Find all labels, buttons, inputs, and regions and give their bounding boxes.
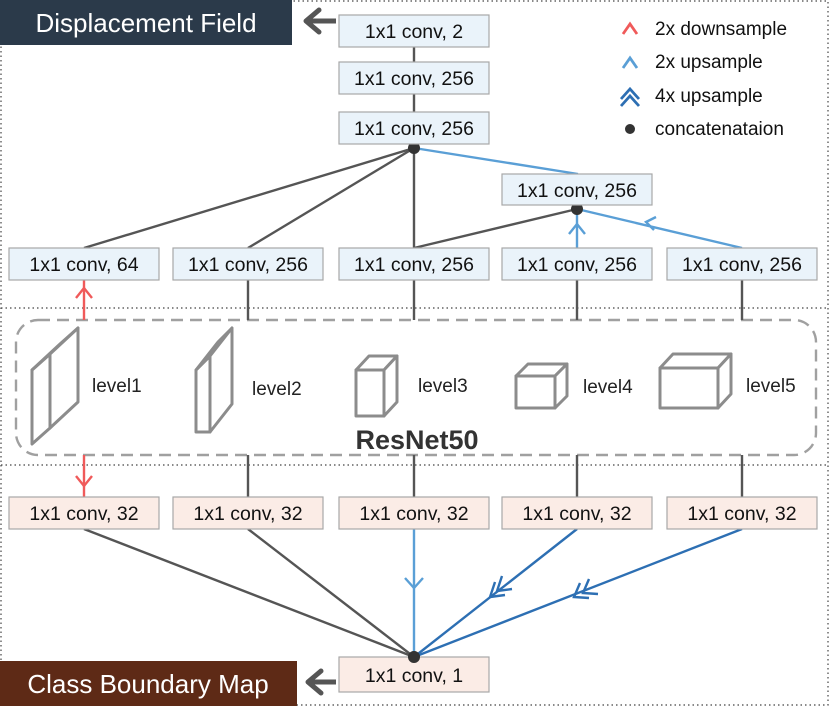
title-top-text: Displacement Field [35,8,256,38]
light-blue-chevron-icon [621,55,639,69]
svg-text:2x downsample: 2x downsample [655,19,787,40]
svg-text:level2: level2 [252,379,302,400]
lower-conv-4: 1x1 conv, 32 [501,496,653,530]
double-chevron-icon [572,578,599,600]
legend-item-upsample-2x: 2x upsample [621,52,763,73]
svg-text:1x1 conv, 256: 1x1 conv, 256 [354,118,474,140]
chevron-down-icon [404,577,424,590]
resnet-container [14,318,818,457]
level1-block: level1 [30,326,142,446]
double-blue-chevron-icon [619,86,641,107]
lower-conv-3: 1x1 conv, 32 [338,496,490,530]
arrow-left-icon [303,7,336,35]
legend-item-concat: concatenataion [625,119,784,140]
lower-conv-2: 1x1 conv, 32 [172,496,324,530]
dot-icon [625,124,635,134]
title-bottom: Class Boundary Map [0,661,297,706]
svg-text:1x1 conv, 256: 1x1 conv, 256 [354,68,474,90]
connections [82,47,744,659]
svg-text:1x1 conv, 64: 1x1 conv, 64 [29,254,138,276]
upper-conv-1: 1x1 conv, 64 [8,247,160,281]
svg-text:concatenataion: concatenataion [655,119,784,140]
svg-text:level5: level5 [746,376,796,397]
svg-text:1x1 conv, 32: 1x1 conv, 32 [687,503,796,525]
level2-block: level2 [194,326,302,434]
arrow-left-icon [305,668,336,696]
top-conv-3: 1x1 conv, 256 [338,111,490,145]
chevron-left-icon [643,215,657,231]
level5-block: level5 [658,352,796,410]
upper-conv-5: 1x1 conv, 256 [666,247,818,281]
chevron-up-icon [75,286,93,299]
lower-conv-1: 1x1 conv, 32 [8,496,160,530]
chevron-up-icon [568,222,586,235]
svg-text:1x1 conv, 256: 1x1 conv, 256 [682,254,802,276]
concat-dot-bottom-overlay [408,651,420,663]
svg-text:1x1 conv, 256: 1x1 conv, 256 [354,254,474,276]
title-top: Displacement Field [0,0,292,45]
svg-text:level1: level1 [92,376,142,397]
svg-text:1x1 conv, 32: 1x1 conv, 32 [522,503,631,525]
legend: 2x downsample 2x upsample 4x upsample co… [619,19,787,140]
svg-text:1x1 conv, 32: 1x1 conv, 32 [359,503,468,525]
legend-item-downsample: 2x downsample [621,19,787,40]
svg-text:1x1 conv, 256: 1x1 conv, 256 [517,254,637,276]
resnet-label: ResNet50 [355,425,478,455]
svg-text:4x upsample: 4x upsample [655,86,763,107]
svg-text:2x upsample: 2x upsample [655,52,763,73]
concat-dot-top [408,142,420,154]
svg-text:1x1 conv, 32: 1x1 conv, 32 [29,503,138,525]
concat-dot-mid [571,203,583,215]
mid-conv: 1x1 conv, 256 [501,173,653,206]
svg-text:1x1 conv, 1: 1x1 conv, 1 [365,665,463,687]
top-conv-1: 1x1 conv, 2 [338,14,490,48]
upper-conv-2: 1x1 conv, 256 [172,247,324,281]
title-bottom-text: Class Boundary Map [27,669,268,699]
flow-markers [75,215,657,600]
legend-item-upsample-4x: 4x upsample [619,86,763,107]
svg-text:1x1 conv, 32: 1x1 conv, 32 [193,503,302,525]
level4-block: level4 [514,362,633,410]
svg-text:1x1 conv, 2: 1x1 conv, 2 [365,21,463,43]
upper-conv-3: 1x1 conv, 256 [338,247,490,281]
chevron-down-icon [75,475,93,488]
top-conv-2: 1x1 conv, 256 [338,61,490,95]
svg-text:level4: level4 [583,377,633,398]
svg-text:1x1 conv, 256: 1x1 conv, 256 [188,254,308,276]
lower-conv-5: 1x1 conv, 32 [666,496,818,530]
red-chevron-icon [621,21,639,35]
svg-text:level3: level3 [418,376,468,397]
upper-conv-4: 1x1 conv, 256 [501,247,653,281]
svg-text:1x1 conv, 256: 1x1 conv, 256 [517,180,637,202]
double-chevron-icon [488,575,513,599]
level3-block: level3 [354,354,468,418]
